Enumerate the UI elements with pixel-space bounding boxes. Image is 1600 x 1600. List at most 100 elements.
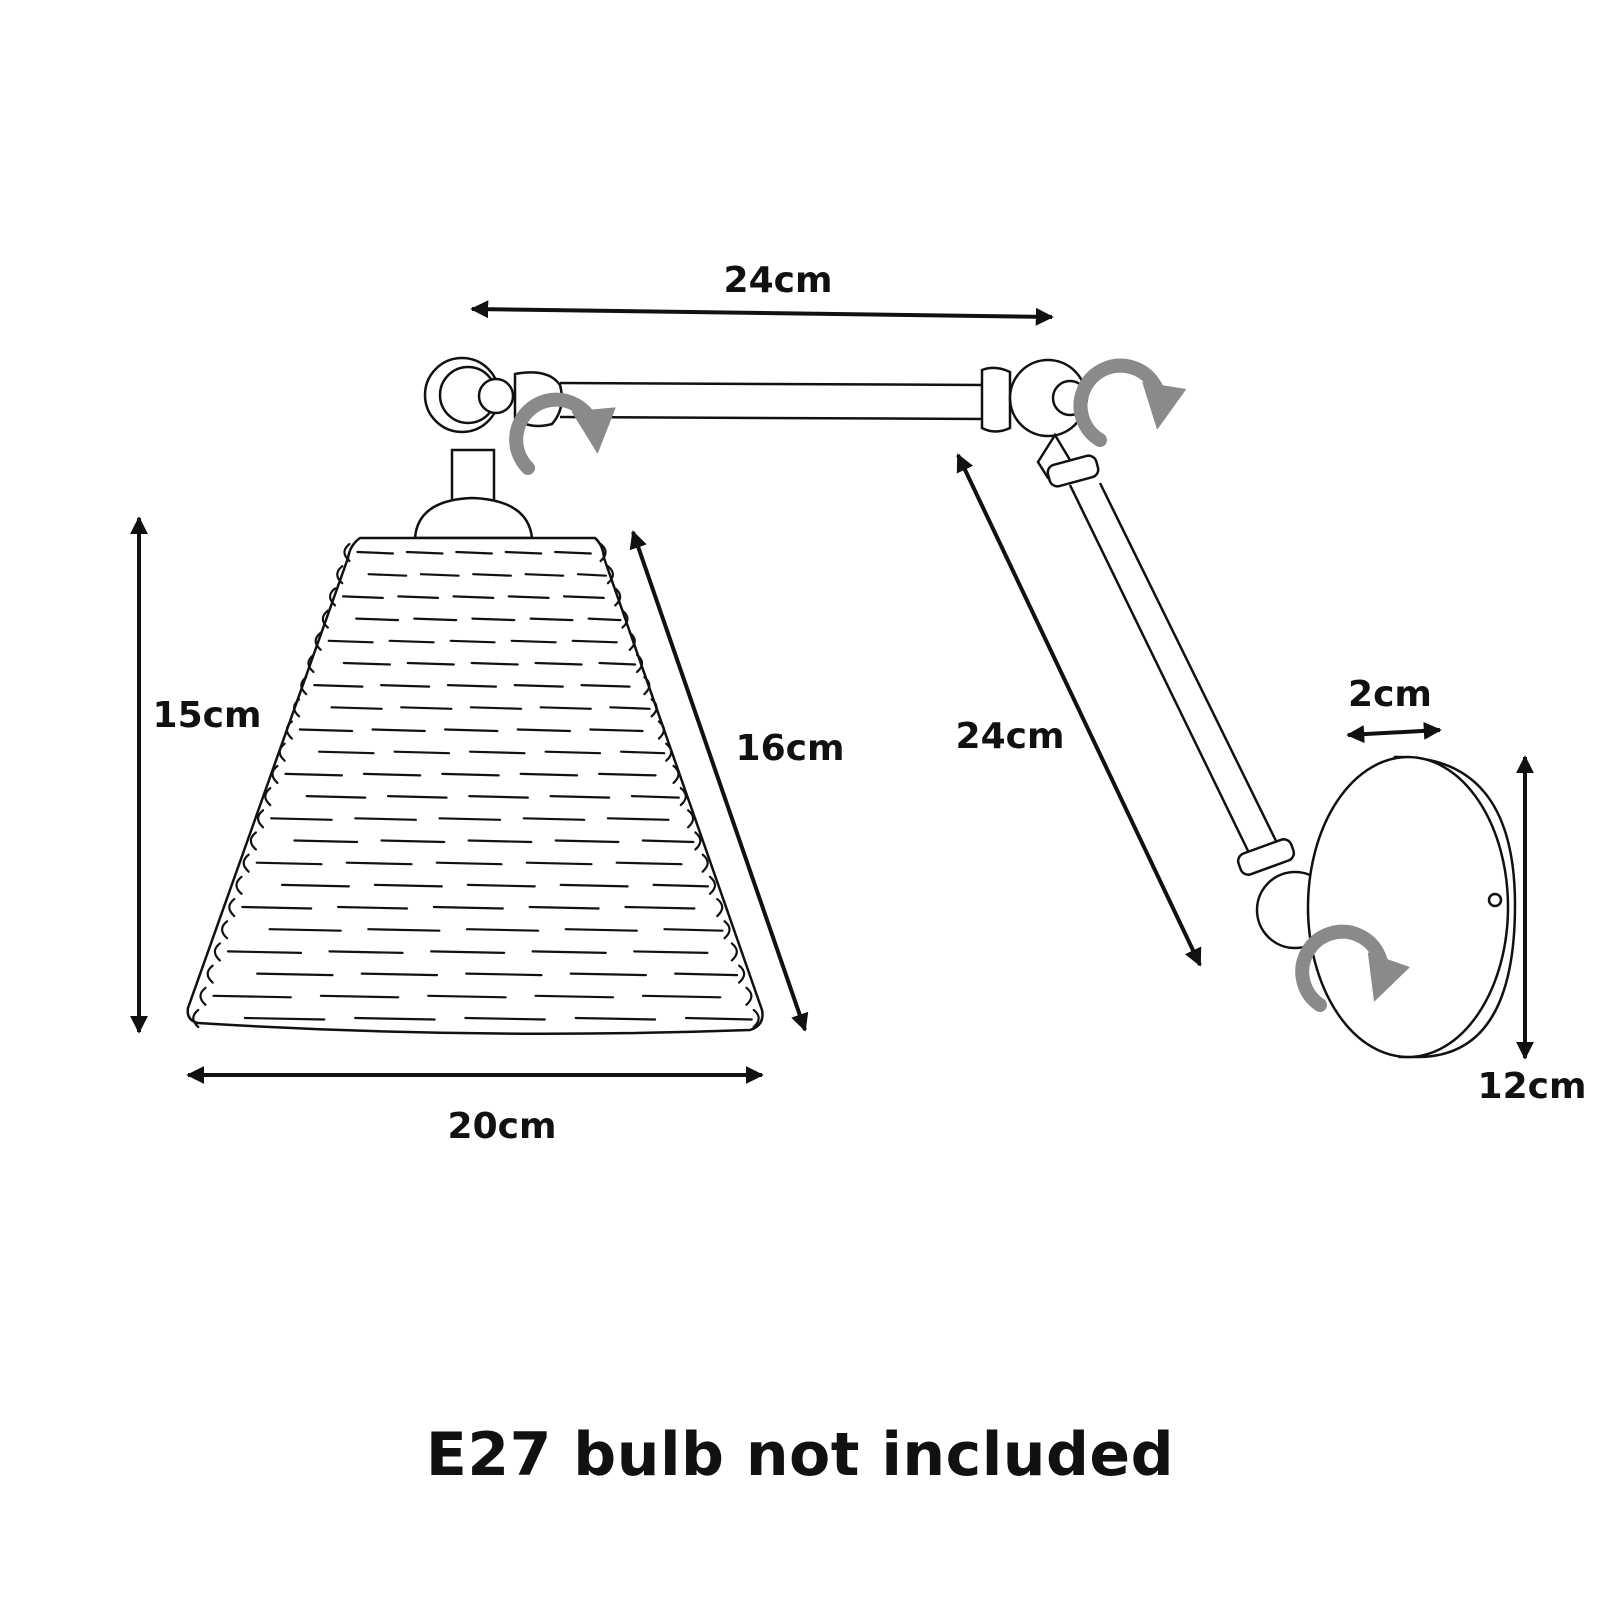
label-shade-slant: 16cm xyxy=(736,728,845,769)
weave-rib xyxy=(264,786,272,807)
backplate-screw-hole xyxy=(1487,892,1503,908)
weave-strand xyxy=(504,550,543,555)
weave-strand xyxy=(684,1016,753,1021)
weave-strand xyxy=(663,928,724,932)
weave-strand xyxy=(519,772,579,777)
weave-strand xyxy=(380,683,431,688)
weave-rib xyxy=(278,742,286,762)
weave-strand xyxy=(564,928,638,932)
weave-rib xyxy=(292,698,301,718)
weave-rib xyxy=(599,542,607,563)
weave-strand xyxy=(524,573,565,577)
weave-rib xyxy=(614,587,622,607)
weave-strand xyxy=(393,750,451,755)
dimension-arrows xyxy=(130,300,1534,1084)
rotate-icon-wall-joint xyxy=(1295,924,1410,1012)
weave-strand xyxy=(367,928,441,932)
weave-rib xyxy=(213,942,221,962)
weave-strand xyxy=(549,794,611,799)
weave-strand xyxy=(641,994,722,999)
weave-strand xyxy=(405,550,444,555)
weave-strand xyxy=(522,817,586,821)
weave-rib xyxy=(300,676,308,696)
weave-strand xyxy=(354,817,417,821)
weave-strand xyxy=(255,861,323,866)
label-backplate-depth: 2cm xyxy=(1348,674,1432,715)
weave-strand xyxy=(606,817,670,821)
weave-rib xyxy=(235,875,243,895)
weave-rib xyxy=(199,986,207,1006)
weave-strand xyxy=(356,550,395,555)
weave-strand xyxy=(327,639,374,644)
weave-strand xyxy=(293,839,359,844)
backplate-face xyxy=(1306,755,1510,1059)
weave-strand xyxy=(465,928,540,932)
weave-strand xyxy=(373,883,443,888)
weave-strand xyxy=(571,639,618,644)
weave-rib xyxy=(621,609,629,629)
weave-strand xyxy=(615,861,683,866)
weave-strand xyxy=(467,839,533,844)
backplate xyxy=(1306,755,1517,1059)
weave-strand xyxy=(449,639,496,644)
weave-strand xyxy=(342,595,384,600)
weave-strand xyxy=(397,595,440,600)
weave-strand xyxy=(419,573,460,577)
label-backplate-diameter: 12cm xyxy=(1478,1066,1587,1107)
shade-cap xyxy=(413,496,534,540)
weave-strand xyxy=(342,661,391,666)
dim-arrow-shade-slant xyxy=(629,530,809,1032)
weave-strand xyxy=(507,595,550,600)
weave-strand xyxy=(355,617,400,622)
rotate-icon-left-joint xyxy=(509,392,616,475)
weave-strand xyxy=(330,706,383,710)
weave-strand xyxy=(268,928,342,932)
weave-rib xyxy=(328,587,337,607)
weave-strand xyxy=(589,728,644,733)
weave-strand xyxy=(280,883,350,888)
dim-arrow-backplate-depth xyxy=(1346,721,1442,744)
label-shade-height: 15cm xyxy=(153,695,262,736)
weave-strand xyxy=(430,950,506,955)
weave-strand xyxy=(466,883,536,888)
weave-strand xyxy=(674,972,739,977)
dimension-labels: 24cm 24cm 15cm 16cm 20cm 2cm 12cm xyxy=(153,260,1587,1147)
weave-strand xyxy=(380,839,446,844)
upper-arm xyxy=(423,356,1089,438)
weave-strand xyxy=(438,817,502,821)
weave-strand xyxy=(284,772,343,777)
weave-strand xyxy=(580,683,631,688)
weave-strand xyxy=(531,950,607,955)
weave-strand xyxy=(574,1016,657,1021)
weave-rib xyxy=(256,809,265,829)
weave-strand xyxy=(441,772,500,777)
weave-strand xyxy=(435,861,503,866)
weave-rib xyxy=(220,920,229,940)
weave-strand xyxy=(367,573,408,577)
label-lower-arm: 24cm xyxy=(956,716,1065,757)
weave-strand xyxy=(337,905,409,910)
weave-strand xyxy=(362,772,422,777)
weave-strand xyxy=(652,883,710,888)
weave-rib xyxy=(271,764,279,785)
weave-strand xyxy=(388,639,435,644)
weave-strand xyxy=(319,994,400,999)
weave-strand xyxy=(446,683,498,688)
weave-strand xyxy=(633,950,709,955)
weave-strand xyxy=(469,750,526,755)
weave-strand xyxy=(305,794,367,799)
weave-strand xyxy=(345,861,413,866)
weave-strand xyxy=(400,706,453,710)
weave-rib xyxy=(192,1008,200,1029)
weave-strand xyxy=(413,617,458,622)
weave-rib xyxy=(285,720,293,740)
weave-strand xyxy=(510,639,557,644)
weave-strand xyxy=(386,794,448,799)
weave-rib xyxy=(336,565,344,585)
rotate-icon-middle-joint xyxy=(1073,358,1187,447)
weave-strand xyxy=(513,683,564,688)
label-shade-width: 20cm xyxy=(448,1106,557,1147)
weave-strand xyxy=(455,550,493,555)
weave-strand xyxy=(587,617,622,622)
